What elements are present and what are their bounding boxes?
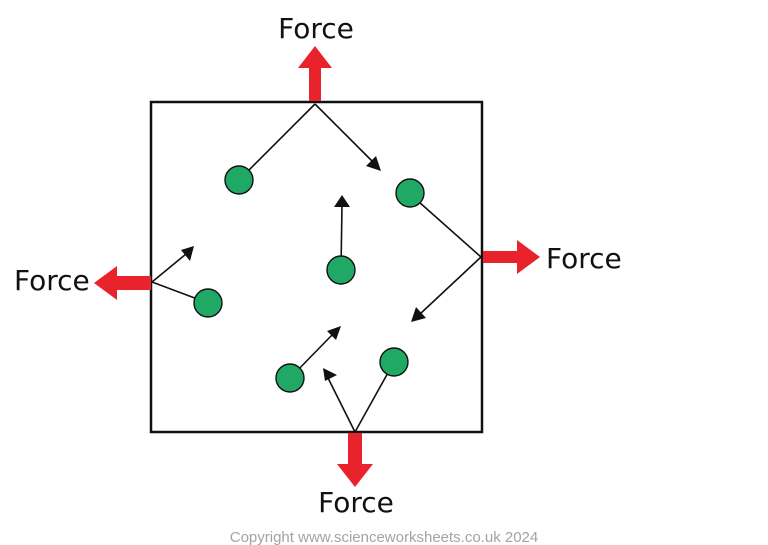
- force-label-bottom: Force: [318, 486, 394, 519]
- copyright-text: Copyright www.scienceworksheets.co.uk 20…: [230, 529, 538, 545]
- gas-particle: [326, 255, 356, 285]
- particle-path: [238, 103, 316, 181]
- arrowhead-icon: [334, 195, 350, 207]
- gas-particle: [379, 347, 409, 377]
- gas-particle: [193, 288, 223, 318]
- force-arrow-top: [298, 46, 332, 101]
- force-label-left: Force: [14, 264, 90, 297]
- particle-path: [327, 377, 356, 433]
- force-label-top: Force: [278, 12, 354, 45]
- gas-particle: [395, 178, 425, 208]
- force-arrow-bottom: [337, 433, 373, 487]
- force-label-right: Force: [546, 242, 622, 275]
- container-box: [149, 100, 484, 434]
- particle-path: [419, 256, 482, 315]
- gas-particle: [275, 363, 305, 393]
- arrowhead-icon: [323, 368, 337, 381]
- arrowhead-icon: [411, 307, 426, 322]
- particle-path: [314, 103, 373, 162]
- force-arrow-right: [483, 240, 540, 274]
- arrowhead-icon: [181, 246, 194, 261]
- particle-path: [151, 253, 187, 283]
- force-arrow-left: [94, 266, 151, 300]
- gas-particle: [224, 165, 254, 195]
- arrowhead-icon: [327, 326, 341, 340]
- particle-path: [409, 193, 482, 258]
- arrowhead-icon: [366, 156, 381, 171]
